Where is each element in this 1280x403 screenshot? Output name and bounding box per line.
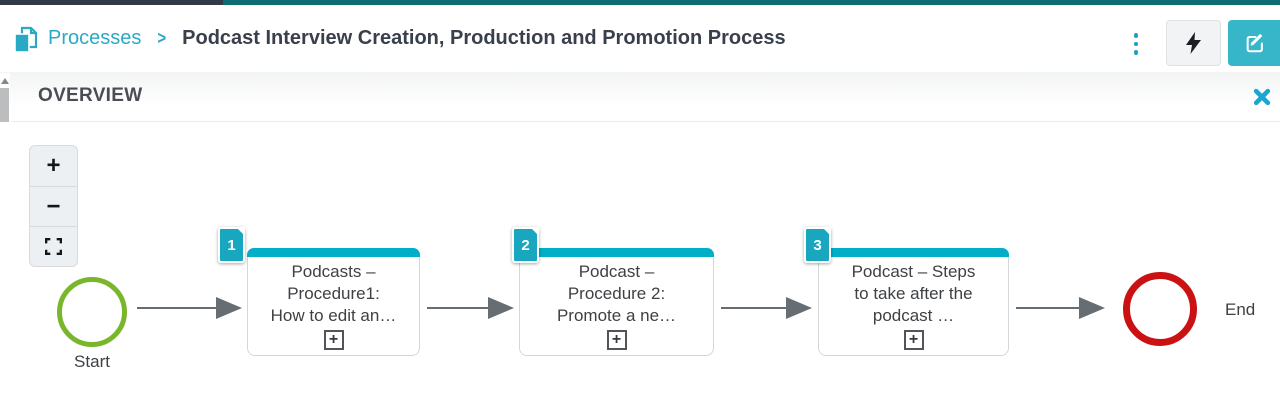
node-title-line: podcast … bbox=[872, 306, 955, 325]
expand-node-button[interactable]: + bbox=[606, 330, 627, 350]
node-accent-bar bbox=[519, 248, 714, 257]
node-title-line: Podcasts – bbox=[291, 262, 376, 281]
kebab-dot bbox=[1133, 50, 1139, 55]
node-badge-1[interactable]: 1 bbox=[218, 227, 245, 263]
process-map-canvas: + − Start 1 bbox=[0, 122, 1280, 403]
panel-divider bbox=[12, 121, 1280, 122]
start-event-circle bbox=[57, 277, 127, 347]
node-title: Podcast – Steps to take after the podcas… bbox=[819, 261, 1008, 327]
breadcrumb-chevron-icon: > bbox=[157, 27, 167, 50]
node-title-line: Procedure1: bbox=[287, 284, 380, 303]
kebab-dot bbox=[1133, 41, 1139, 47]
process-node-3[interactable]: Podcast – Steps to take after the podcas… bbox=[818, 248, 1009, 356]
fullscreen-button[interactable] bbox=[30, 226, 77, 266]
zoom-controls: + − bbox=[29, 145, 78, 267]
zoom-out-button[interactable]: − bbox=[30, 186, 77, 226]
more-options-button[interactable] bbox=[1128, 29, 1144, 59]
lightning-bolt-icon bbox=[1185, 32, 1201, 54]
node-title-line: Procedure 2: bbox=[567, 284, 666, 303]
node-title-line: Promote a ne… bbox=[556, 306, 677, 325]
edit-process-button[interactable] bbox=[1228, 20, 1280, 66]
node-title-line: to take after the bbox=[854, 284, 973, 303]
start-event-label: Start bbox=[74, 352, 110, 371]
node-accent-bar bbox=[247, 248, 420, 257]
node-title: Podcast – Procedure 2: Promote a ne… bbox=[520, 261, 713, 327]
quick-actions-button[interactable] bbox=[1166, 20, 1221, 66]
flow-connectors bbox=[137, 297, 1105, 319]
overview-panel-header: OVERVIEW bbox=[0, 72, 1280, 121]
top-strip-navy-segment bbox=[0, 0, 223, 5]
end-event-label: End bbox=[1225, 300, 1256, 319]
close-panel-button[interactable] bbox=[1250, 85, 1274, 109]
breadcrumb-link-processes[interactable]: Processes bbox=[48, 27, 142, 49]
node-accent-bar bbox=[818, 248, 1009, 257]
process-node-2[interactable]: Podcast – Procedure 2: Promote a ne… + bbox=[519, 248, 714, 356]
scrollbar-up-arrow[interactable] bbox=[1, 78, 9, 84]
node-title: Podcasts – Procedure1: How to edit an… bbox=[248, 261, 419, 327]
zoom-in-button[interactable]: + bbox=[46, 152, 61, 179]
kebab-dot bbox=[1133, 33, 1139, 38]
node-title-line: Podcast – Steps bbox=[851, 262, 976, 281]
topbar: Processes > Podcast Interview Creation, … bbox=[0, 5, 1280, 73]
node-title-line: How to edit an… bbox=[270, 306, 397, 325]
edit-pencil-square-icon bbox=[1246, 33, 1263, 53]
node-badge-3[interactable]: 3 bbox=[804, 227, 831, 263]
panel-title: OVERVIEW bbox=[38, 85, 143, 106]
node-title-line: Podcast – bbox=[578, 262, 655, 281]
process-node-1[interactable]: Podcasts – Procedure1: How to edit an… + bbox=[247, 248, 420, 356]
breadcrumb: Processes > Podcast Interview Creation, … bbox=[0, 24, 786, 54]
top-strip-teal-segment bbox=[223, 0, 1280, 5]
end-event-circle bbox=[1123, 272, 1197, 346]
node-badge-2[interactable]: 2 bbox=[512, 227, 539, 263]
close-x-icon bbox=[1253, 88, 1271, 106]
pages-copy-icon bbox=[14, 26, 38, 53]
fullscreen-corners-icon bbox=[45, 238, 62, 255]
expand-node-button[interactable]: + bbox=[323, 330, 344, 350]
page-title: Podcast Interview Creation, Production a… bbox=[182, 27, 786, 49]
expand-node-button[interactable]: + bbox=[903, 330, 924, 350]
window-top-strip bbox=[0, 0, 1280, 5]
